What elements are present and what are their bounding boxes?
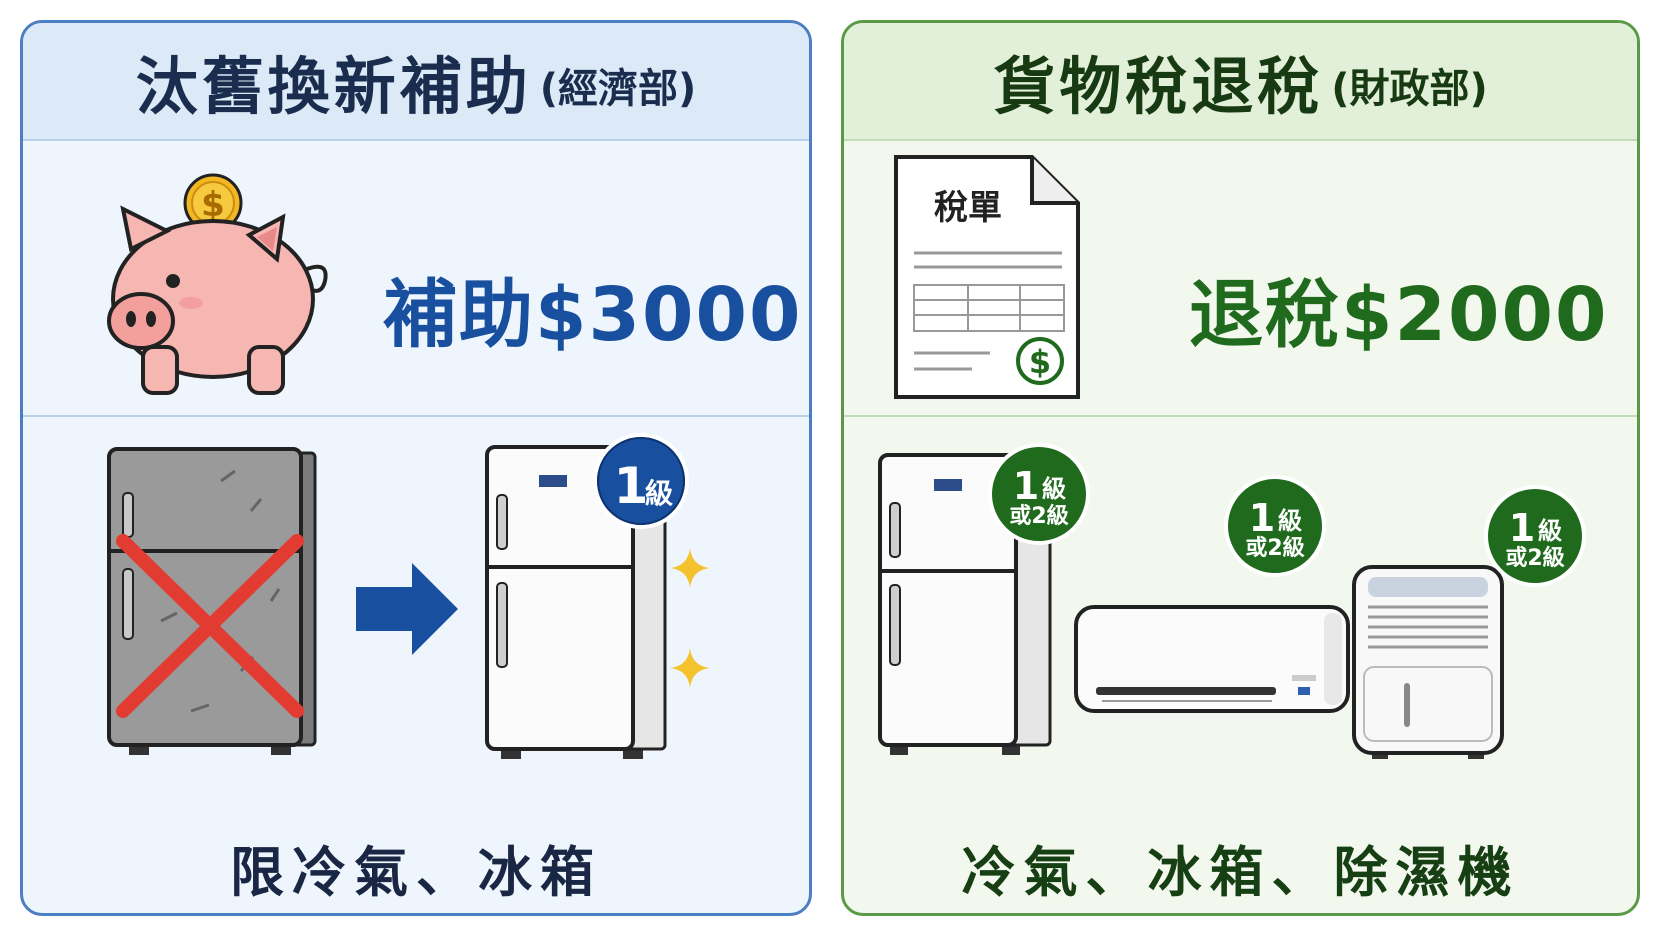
document-symbol: $ xyxy=(1029,343,1051,381)
document-label: 稅單 xyxy=(934,188,1002,228)
tax-refund-amount: 退稅$2000 xyxy=(1189,272,1609,358)
tax-document-icon: 稅單 $ xyxy=(894,155,1080,399)
tax-refund-agency: (財政部) xyxy=(1331,66,1488,112)
subsidy-agency: (經濟部) xyxy=(539,66,697,112)
tax-refund-header: 貨物稅退稅 (財政部) xyxy=(844,23,1637,141)
tax-refund-divider xyxy=(844,415,1637,417)
tax-refund-panel: 貨物稅退稅 (財政部) 稅單 $ 退稅$2000 xyxy=(841,20,1640,916)
air-conditioner-icon xyxy=(1074,605,1350,713)
badge-number: 1 xyxy=(1509,506,1535,550)
badge-unit: 級 xyxy=(1538,517,1562,545)
energy-grade-badge: 1 級 或2級 xyxy=(1224,475,1326,577)
coin-symbol: $ xyxy=(201,185,225,225)
badge-alt: 或2級 xyxy=(1505,545,1564,571)
badge-unit: 級 xyxy=(1278,507,1302,535)
badge-alt: 或2級 xyxy=(1245,535,1304,561)
badge-unit: 級 xyxy=(1042,475,1066,503)
subsidy-footer: 限冷氣、冰箱 xyxy=(230,841,602,904)
badge-alt: 或2級 xyxy=(1009,503,1068,529)
energy-grade-badge: 1 級 xyxy=(593,433,689,529)
badge-number: 1 xyxy=(614,457,649,515)
badge-number: 1 xyxy=(1249,496,1275,540)
energy-grade-badge: 1 級 或2級 xyxy=(988,443,1090,545)
energy-grade-badge: 1 級 或2級 xyxy=(1484,485,1586,587)
old-refrigerator-icon xyxy=(107,447,317,755)
badge-number: 1 xyxy=(1013,464,1039,508)
sparkle-icon xyxy=(670,548,710,688)
subsidy-panel: 汰舊換新補助 (經濟部) $ 補助$3000 xyxy=(20,20,812,916)
piggy-bank-icon: $ xyxy=(107,173,328,395)
subsidy-divider xyxy=(23,415,809,417)
dehumidifier-icon xyxy=(1352,565,1504,759)
badge-unit: 級 xyxy=(645,477,673,510)
subsidy-amount: 補助$3000 xyxy=(383,272,803,358)
subsidy-title: 汰舊換新補助 xyxy=(135,50,532,123)
subsidy-header: 汰舊換新補助 (經濟部) xyxy=(23,23,809,141)
tax-refund-footer: 冷氣、冰箱、除濕機 xyxy=(961,841,1520,904)
arrow-right-icon xyxy=(356,563,458,655)
tax-refund-title: 貨物稅退稅 xyxy=(993,50,1324,123)
